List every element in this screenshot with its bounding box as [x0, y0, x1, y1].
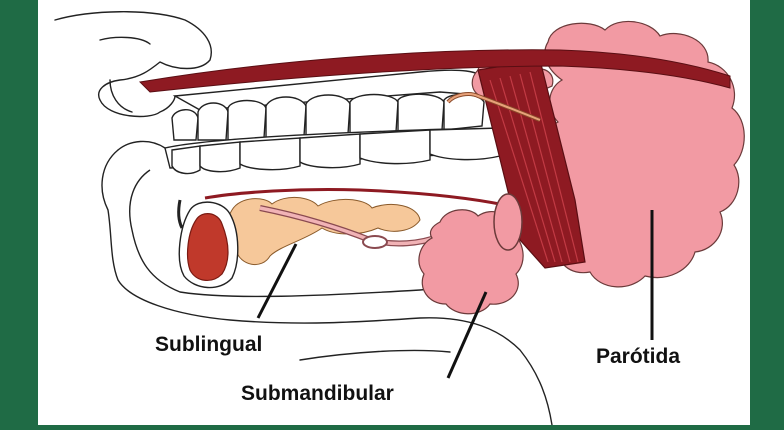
pink-oval — [494, 194, 522, 250]
label-sublingual: Sublingual — [155, 333, 262, 357]
duct-loop — [363, 236, 387, 248]
label-parotid: Parótida — [596, 345, 680, 369]
label-submandibular: Submandibular — [241, 382, 394, 406]
red-tongue-section — [188, 214, 228, 281]
